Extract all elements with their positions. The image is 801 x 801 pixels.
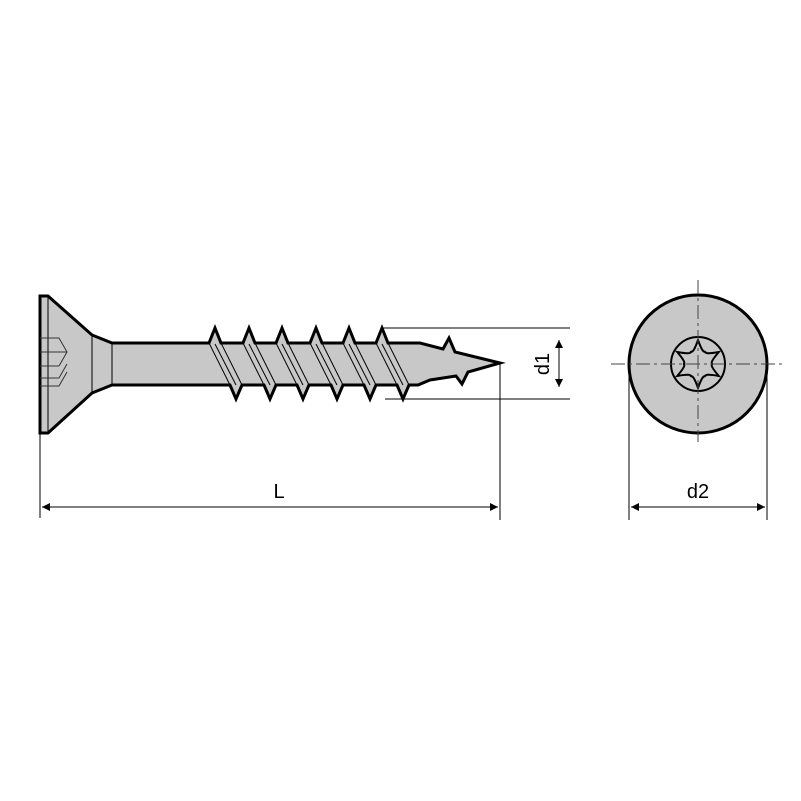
thread-line xyxy=(321,342,344,386)
dimension-d1 xyxy=(383,327,570,400)
thread-line xyxy=(315,343,338,386)
thread-line xyxy=(348,343,371,386)
thread-line xyxy=(309,342,332,386)
screw-head-end-view xyxy=(611,280,783,442)
thread-line xyxy=(281,343,304,386)
thread-line xyxy=(208,342,231,386)
thread-line xyxy=(354,342,377,386)
d2-label: d2 xyxy=(687,481,709,503)
thread-line xyxy=(242,342,265,386)
thread-line xyxy=(381,343,404,386)
thread-line xyxy=(342,342,365,386)
screw-body-outline xyxy=(38,294,506,435)
thread-line xyxy=(214,343,237,386)
thread-line xyxy=(254,342,277,386)
centerlines xyxy=(611,280,783,442)
d1-label: d1 xyxy=(532,353,554,375)
dimension-length xyxy=(39,363,501,520)
length-label: L xyxy=(273,481,284,503)
thread-line xyxy=(375,342,398,386)
thread-line xyxy=(220,342,243,386)
dimension-d2 xyxy=(628,364,768,520)
screw-side-view xyxy=(38,294,506,435)
thread-line xyxy=(248,343,271,386)
thread-line xyxy=(387,342,410,386)
hidden-drive-recess xyxy=(40,337,68,387)
thread-line xyxy=(275,342,298,386)
thread-helix-lines xyxy=(208,342,410,386)
thread-line xyxy=(287,342,310,386)
